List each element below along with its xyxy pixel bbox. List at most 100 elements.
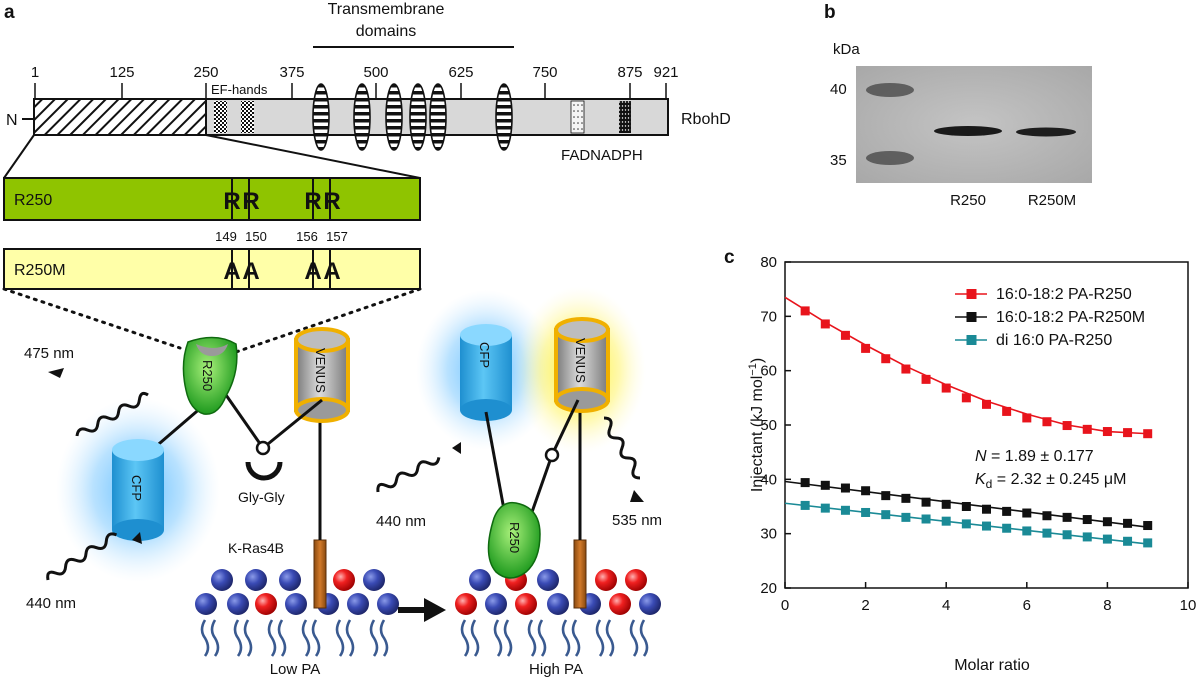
data-point-series-2: [961, 502, 971, 511]
venus-label-high: VENUS: [573, 338, 588, 383]
data-point-series-1: [881, 354, 891, 364]
cfp-high: CFP: [460, 324, 512, 421]
y-tick-label: 60: [760, 363, 777, 380]
data-point-series-2: [1123, 518, 1133, 528]
cfp-label-high: CFP: [477, 342, 492, 368]
data-point-series-3: [1062, 530, 1072, 540]
data-point-series-3: [861, 507, 871, 517]
excitation-wave-low: [46, 532, 118, 581]
marker-40: 40: [830, 81, 847, 98]
legend-marker-3: [966, 335, 977, 345]
emission-low-label: 475 nm: [24, 345, 74, 362]
protein-name: RbohD: [681, 111, 731, 128]
data-point-series-3: [1143, 538, 1153, 548]
residue-r157: R: [323, 188, 340, 215]
panel-a: a Transmembrane domains 1 125 250 375 50…: [2, 1, 731, 678]
y-tick-label: 20: [760, 580, 777, 597]
excitation-wave-high: [376, 457, 441, 493]
emission-arrowhead-475: [48, 368, 64, 378]
ef-hand-1: [214, 101, 227, 133]
kras-label: K-Ras4B: [228, 540, 284, 556]
ladder-band-35: [866, 151, 914, 165]
residue-numbers: 149 150 156 157: [215, 229, 348, 244]
data-point-series-2: [1143, 521, 1153, 531]
membrane-high: [455, 569, 661, 657]
ef-hand-2: [241, 101, 254, 133]
resnum-150: 150: [245, 229, 267, 244]
panel-label-c: c: [724, 247, 735, 268]
pos-750: 750: [532, 64, 557, 81]
excitation-arrowhead-high: [452, 442, 461, 454]
r250-label-low: R250: [200, 360, 215, 391]
cfp-label-low: CFP: [129, 475, 144, 501]
data-point-series-3: [961, 519, 971, 529]
data-point-series-2: [800, 478, 810, 488]
tm-helices: [312, 83, 513, 151]
resnum-157: 157: [326, 229, 348, 244]
data-point-series-1: [961, 393, 971, 403]
position-labels: 1 125 250 375 500 625 750 875 921: [31, 64, 679, 81]
dotted-line-right: [234, 287, 422, 354]
data-point-series-1: [982, 399, 991, 409]
data-point-series-1: [1143, 429, 1153, 439]
data-point-series-1: [901, 364, 911, 374]
residue-r156: R: [304, 188, 321, 215]
pos-1: 1: [31, 64, 39, 81]
r250-residues: R R R R: [223, 188, 340, 215]
data-point-series-3: [921, 514, 931, 524]
data-point-series-3: [881, 510, 891, 520]
x-tick-label: 4: [942, 597, 950, 614]
emission-high-label: 535 nm: [612, 512, 662, 529]
data-point-series-1: [820, 319, 830, 329]
data-point-series-2: [1042, 511, 1052, 521]
legend-label-1: 16:0-18:2 PA-R250: [996, 286, 1132, 303]
venus-label-low: VENUS: [313, 348, 328, 393]
dotted-line-left: [2, 287, 182, 350]
residue-a150: A: [242, 258, 259, 285]
lipid-heads-low-front: [195, 593, 399, 615]
y-axis-label: Injectant (kJ mol−1): [747, 358, 766, 492]
data-point-series-3: [1042, 528, 1052, 538]
sensor-high-pa: CFP VENUS R250 440 nm: [376, 286, 662, 678]
residue-r149: R: [223, 188, 240, 215]
pos-875: 875: [617, 64, 642, 81]
x-tick-label: 0: [781, 597, 789, 614]
lane-r250: R250: [950, 192, 986, 209]
r250m-residue-lines: [231, 249, 331, 289]
r250-bar-label: R250: [14, 192, 52, 209]
venus-low: VENUS: [294, 327, 350, 423]
data-point-series-3: [1002, 523, 1012, 533]
data-point-series-3: [901, 512, 911, 522]
residue-r150: R: [242, 188, 259, 215]
pos-250: 250: [193, 64, 218, 81]
data-point-series-2: [861, 486, 871, 496]
x-axis-label: Molar ratio: [954, 657, 1030, 674]
data-point-series-1: [1002, 406, 1012, 416]
panel-b: b kDa 40 35 R250 R250M: [824, 2, 1092, 209]
legend-label-2: 16:0-18:2 PA-R250M: [996, 309, 1145, 326]
r250-domain-low: [182, 336, 238, 415]
r250-bar: [3, 177, 421, 221]
data-point-series-3: [820, 503, 830, 513]
data-point-series-3: [1082, 532, 1092, 542]
excitation-high-label: 440 nm: [376, 513, 426, 530]
y-axis-label-main: Injectant (kJ mol: [749, 376, 766, 492]
y-axis-label-end: ): [749, 358, 766, 363]
membrane-low: [195, 569, 399, 657]
data-point-series-3: [840, 505, 850, 515]
venus-high: VENUS: [554, 317, 610, 413]
data-point-series-2: [1102, 517, 1112, 527]
data-point-series-2: [901, 493, 911, 503]
tm-label-line2: domains: [356, 23, 416, 40]
x-tick-label: 2: [861, 597, 869, 614]
n-terminus-label: N: [6, 112, 18, 129]
data-point-series-1: [1082, 424, 1092, 434]
data-point-series-2: [1002, 506, 1012, 516]
resnum-149: 149: [215, 229, 237, 244]
y-tick-label: 40: [760, 471, 777, 488]
data-point-series-2: [921, 497, 931, 507]
zoom-line-right: [205, 134, 421, 179]
sensor-low-pa: K-Ras4B VENUS Gly-Gly R250: [24, 327, 399, 678]
